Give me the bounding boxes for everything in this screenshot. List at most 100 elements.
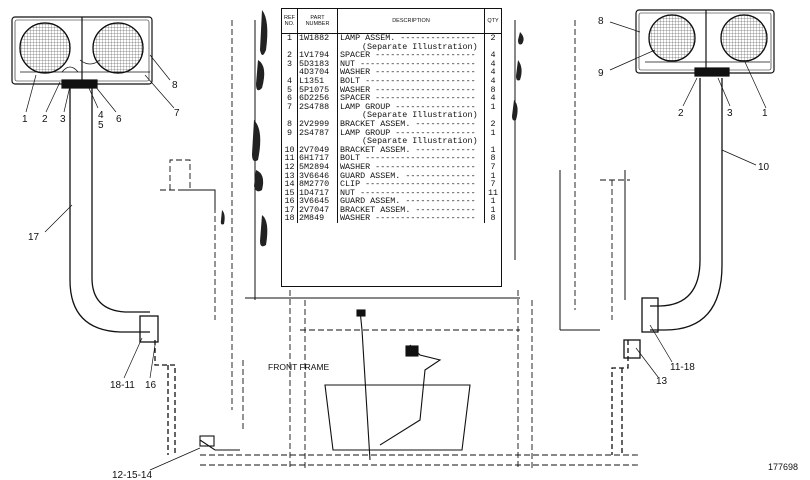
cell-qty: 8 bbox=[490, 154, 496, 163]
cell-ref: 9 bbox=[282, 128, 298, 138]
cell-qty: 11 bbox=[487, 188, 499, 198]
cell-part-number: 2V7049 bbox=[298, 145, 338, 155]
right-bracket-10 bbox=[611, 78, 723, 455]
cell-part-number: 1W1882 bbox=[298, 34, 338, 43]
cell-part-number: 5M2894 bbox=[298, 162, 338, 172]
cell-description: WASHER -------------------- bbox=[338, 68, 485, 77]
cell-qty: 2 bbox=[490, 34, 496, 43]
cell-part-number: 2S4787 bbox=[298, 128, 338, 138]
cell-part-number: 2V7047 bbox=[298, 205, 338, 215]
figure-number: 177698 bbox=[768, 462, 798, 472]
cell-description: LAMP GROUP ---------------- bbox=[338, 128, 485, 138]
callout-left-lamp: 7 bbox=[174, 108, 180, 119]
callout-right-lamp: 2 bbox=[678, 108, 684, 119]
cell-qty: 4 bbox=[490, 59, 496, 69]
cell-ref: 17 bbox=[282, 205, 298, 215]
cell-part-number: 4D3704 bbox=[298, 68, 338, 77]
cell-description: (Separate Illustration) bbox=[338, 111, 485, 120]
callout-right-lower-a: 11-18 bbox=[670, 362, 695, 373]
callout-left-lower-a: 18-11 bbox=[110, 380, 135, 391]
cell-qty: 8 bbox=[490, 85, 496, 95]
cell-part-number: 2M849 bbox=[298, 214, 338, 224]
cell-ref bbox=[282, 42, 298, 52]
cell-ref: 18 bbox=[282, 214, 298, 224]
table-note-row: (Separate Illustration) bbox=[282, 137, 501, 146]
cell-qty: 4 bbox=[490, 76, 496, 86]
cell-description: GUARD ASSEM. -------------- bbox=[338, 197, 485, 206]
cell-qty: 7 bbox=[490, 180, 496, 189]
cell-ref: 8 bbox=[282, 119, 298, 129]
cell-ref: 1 bbox=[282, 34, 298, 43]
header-qty: QTY bbox=[487, 18, 499, 24]
callout-right-bracket: 10 bbox=[758, 162, 770, 173]
cell-part-number bbox=[298, 42, 338, 52]
cell-ref: 12 bbox=[282, 162, 298, 172]
cell-qty: 8 bbox=[490, 214, 496, 224]
cell-description: (Separate Illustration) bbox=[338, 137, 485, 146]
cell-description: BOLT ---------------------- bbox=[338, 154, 485, 163]
cell-description: BRACKET ASSEM. ------------ bbox=[338, 119, 485, 129]
cell-description: CLIP ---------------------- bbox=[338, 180, 485, 189]
cell-part-number: 1D4717 bbox=[298, 188, 338, 198]
cell-part-number: 2S4788 bbox=[298, 102, 338, 112]
cell-description: GUARD ASSEM. -------------- bbox=[338, 171, 485, 181]
callout-left-lamp: 2 bbox=[42, 114, 48, 125]
cell-description: WASHER -------------------- bbox=[338, 85, 485, 95]
callout-left-bracket: 17 bbox=[28, 232, 40, 243]
callout-right-lower-b: 13 bbox=[656, 376, 668, 387]
cell-description: LAMP ASSEM. --------------- bbox=[338, 34, 485, 43]
callout-left-lamp: 3 bbox=[60, 114, 66, 125]
cell-part-number: 5D3183 bbox=[298, 59, 338, 69]
callout-left-lamp: 8 bbox=[172, 80, 178, 91]
cell-part-number: 3V6646 bbox=[298, 171, 338, 181]
cell-part-number: 3V6645 bbox=[298, 197, 338, 206]
cell-description: BOLT ---------------------- bbox=[338, 76, 485, 86]
parts-table-header: REF NO. PART NUMBER DESCRIPTION QTY bbox=[282, 9, 501, 34]
cell-part-number: 6D2256 bbox=[298, 94, 338, 103]
cell-qty: 1 bbox=[490, 197, 496, 206]
cell-ref: 14 bbox=[282, 180, 298, 189]
cell-ref: 3 bbox=[282, 59, 298, 69]
cell-qty: 1 bbox=[490, 205, 496, 215]
cell-part-number: L1351 bbox=[298, 76, 338, 86]
cell-ref: 4 bbox=[282, 76, 298, 86]
callout-left-lamp: 4 bbox=[98, 110, 104, 121]
cell-ref: 10 bbox=[282, 145, 298, 155]
cell-qty: 1 bbox=[490, 128, 496, 138]
cell-ref: 7 bbox=[282, 102, 298, 112]
cell-ref bbox=[282, 111, 298, 120]
cell-description: SPACER -------------------- bbox=[338, 51, 485, 60]
cell-part-number: 8M2770 bbox=[298, 180, 338, 189]
cell-qty: 2 bbox=[490, 119, 496, 129]
right-lamp-group bbox=[635, 9, 775, 77]
cell-ref bbox=[282, 137, 298, 146]
cell-ref: 6 bbox=[282, 94, 298, 103]
cell-ref bbox=[282, 68, 298, 77]
cell-ref: 16 bbox=[282, 197, 298, 206]
callout-left-lamp: 1 bbox=[22, 114, 28, 125]
header-part-number: PART NUMBER bbox=[298, 9, 338, 33]
cell-part-number bbox=[298, 111, 338, 120]
header-ref: REF NO. bbox=[282, 9, 298, 33]
cell-description: WASHER -------------------- bbox=[338, 162, 485, 172]
cell-description: SPACER -------------------- bbox=[338, 94, 485, 103]
cell-qty bbox=[485, 111, 501, 120]
table-note-row: (Separate Illustration) bbox=[282, 42, 501, 52]
cell-qty: 7 bbox=[490, 162, 496, 172]
callout-right-lamp: 1 bbox=[762, 108, 768, 119]
